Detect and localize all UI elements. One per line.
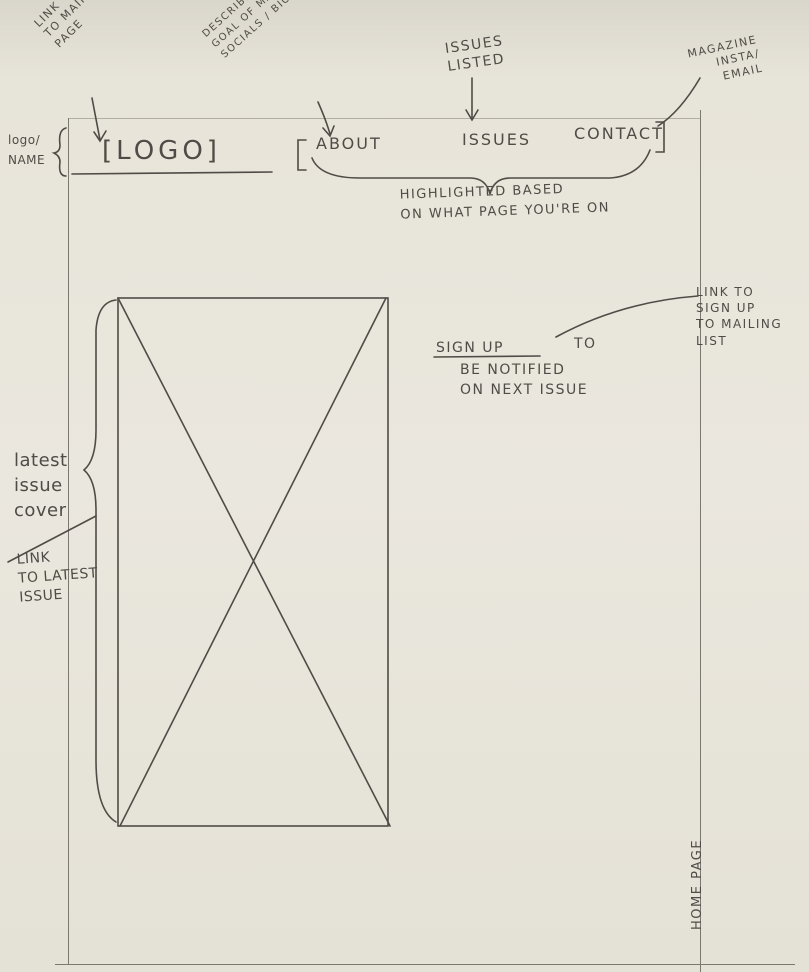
nav-issues-link[interactable]: ISSUES [462, 130, 532, 149]
page-bottom-line [55, 964, 795, 965]
logo-placeholder[interactable]: [LOGO] [102, 136, 221, 166]
nav-about-link[interactable]: ABOUT [316, 134, 382, 153]
annotation-logo-name: logo/ NAME [8, 133, 46, 168]
annotation-link-latest: LINK TO LATEST ISSUE [16, 549, 99, 606]
signup-to-text: TO [574, 336, 597, 352]
signup-line-2: BE NOTIFIED [460, 362, 566, 378]
page-right-margin-line [700, 110, 701, 972]
nav-contact-link[interactable]: CONTACT [574, 124, 664, 143]
annotation-latest-cover: latest issue cover [14, 450, 68, 522]
page-left-margin-line [68, 118, 69, 964]
signup-line-3: ON NEXT ISSUE [460, 382, 589, 398]
annotation-home-page: HOME PAGE [690, 838, 705, 930]
header-top-line [68, 118, 700, 119]
annotation-signup-link: LINK TO SIGN UP TO MAILING LIST [696, 285, 783, 348]
annotation-highlighted: HIGHLIGHTED BASED ON WHAT PAGE YOU'RE ON [399, 181, 611, 223]
signup-link-text[interactable]: SIGN UP [436, 340, 504, 356]
